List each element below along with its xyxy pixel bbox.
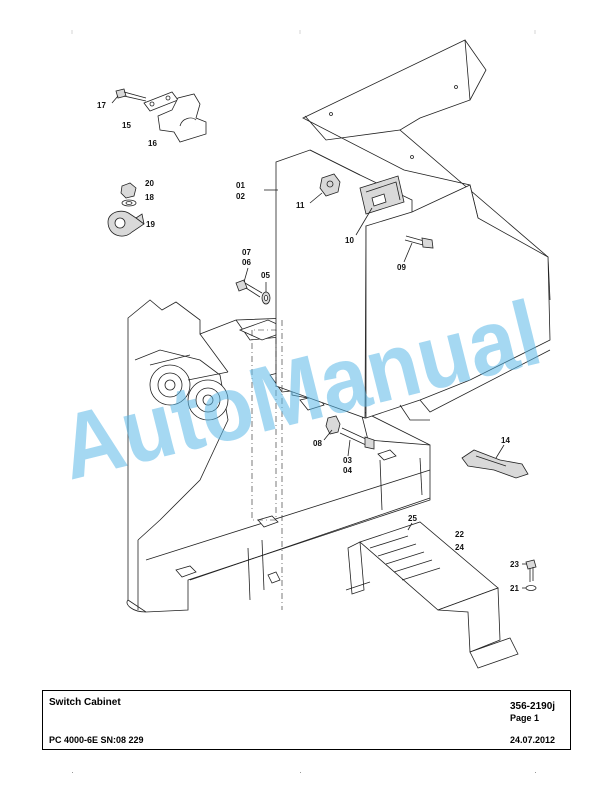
bolt-17: [115, 88, 147, 102]
part-label-22: 22: [455, 530, 464, 539]
part-label-02: 02: [236, 192, 245, 201]
part-label-16: 16: [148, 139, 157, 148]
assembly-centerline: [251, 329, 277, 521]
registration-mark: [300, 772, 301, 773]
part-label-23: 23: [510, 560, 519, 569]
page-number: Page 1: [510, 713, 540, 723]
drawing-title: Switch Cabinet: [49, 697, 121, 708]
part-label-20: 20: [145, 179, 154, 188]
nut-08: [325, 415, 341, 435]
part-label-24: 24: [455, 543, 464, 552]
washer-05: [261, 291, 271, 305]
part-label-09: 09: [397, 263, 406, 272]
part-label-14: 14: [501, 436, 510, 445]
clamp-19: [107, 210, 145, 237]
registration-mark: [535, 772, 536, 773]
bolt-03-04: [339, 427, 375, 450]
leader-lines: [111, 95, 527, 589]
registration-mark: [72, 772, 73, 773]
clamp-bracket-15-16: [143, 91, 207, 143]
machine-model: PC 4000-6E SN:08 229: [49, 735, 144, 745]
document-number: 356-2190j: [510, 701, 556, 712]
part-label-19: 19: [146, 220, 155, 229]
part-label-10: 10: [345, 236, 354, 245]
part-label-08: 08: [313, 439, 322, 448]
part-label-01: 01: [236, 181, 245, 190]
part-label-03: 03: [343, 456, 352, 465]
part-label-05: 05: [261, 271, 270, 280]
part-label-18: 18: [145, 193, 154, 202]
part-label-25: 25: [408, 514, 417, 523]
exploded-parts-diagram: 17 15 16 20 18 19 01 02 11 10 09 07 06 0…: [50, 30, 551, 669]
bolt-06-07: [235, 279, 263, 298]
part-label-21: 21: [510, 584, 519, 593]
part-label-15: 15: [122, 121, 131, 130]
part-label-17: 17: [97, 101, 106, 110]
bolt-23-washer-21: [525, 559, 537, 591]
title-block: Switch Cabinet 356-2190j Page 1 PC 4000-…: [42, 690, 571, 750]
part-label-04: 04: [343, 466, 352, 475]
part-label-07: 07: [242, 248, 251, 257]
bolt-09: [404, 235, 434, 249]
clamp-14: [461, 449, 529, 479]
nut-washer-18-20: [120, 182, 137, 207]
revision-date: 24.07.2012: [510, 735, 556, 745]
part-label-11: 11: [296, 201, 305, 210]
registration-marks: [71, 30, 536, 34]
step-bracket-22-24-25: [345, 521, 519, 669]
part-label-06: 06: [242, 258, 251, 267]
